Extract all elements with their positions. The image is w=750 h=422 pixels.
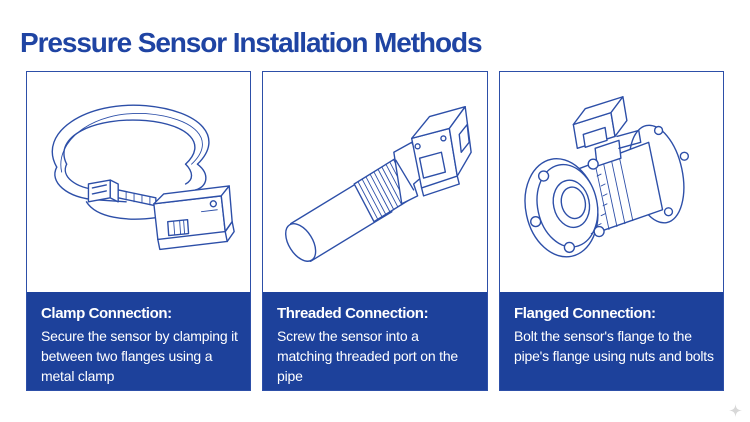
panel-flanged-connection: Flanged Connection: Bolt the sensor's fl… [499,71,724,391]
flanged-sensor-illustration [500,72,723,292]
clamp-caption: Clamp Connection: Secure the sensor by c… [27,292,250,390]
page-title: Pressure Sensor Installation Methods [20,27,483,58]
flanged-caption-text: Bolt the sensor's flange to the pipe's f… [514,328,714,364]
threaded-caption-text: Screw the sensor into a matching threade… [277,328,458,384]
clamp-sensor-illustration [27,72,250,292]
flanged-caption: Flanged Connection: Bolt the sensor's fl… [500,292,723,390]
panel-clamp-connection: Clamp Connection: Secure the sensor by c… [26,71,251,391]
flanged-caption-title: Flanged Connection: [514,305,656,322]
sparkle-icon [729,404,742,417]
threaded-sensor-illustration [263,72,487,292]
clamp-caption-text: Secure the sensor by clamping it between… [41,328,238,384]
clamp-caption-title: Clamp Connection: [41,305,172,322]
panel-threaded-connection: Threaded Connection: Screw the sensor in… [262,71,488,391]
threaded-caption-title: Threaded Connection: [277,305,429,322]
threaded-caption: Threaded Connection: Screw the sensor in… [263,292,487,390]
